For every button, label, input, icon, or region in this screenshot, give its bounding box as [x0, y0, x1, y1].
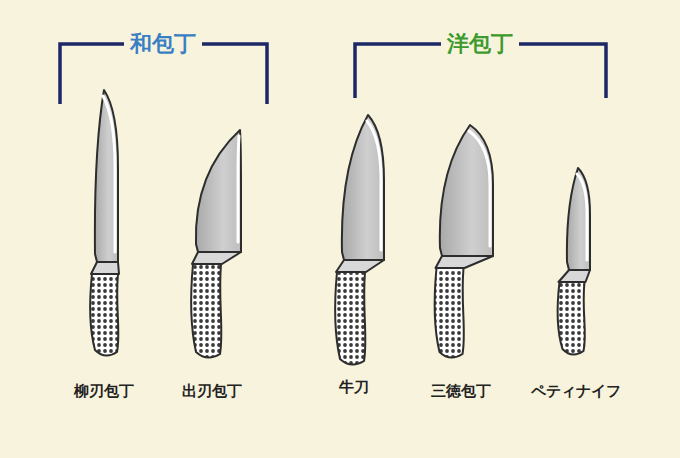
blade: [95, 90, 118, 262]
bolster: [436, 256, 494, 268]
handle: [558, 282, 585, 355]
knife-name: 牛刀: [339, 378, 369, 396]
group-heading: 洋包丁: [441, 31, 519, 57]
handle: [191, 264, 221, 358]
blade-highlight: [238, 136, 239, 242]
knife-name: 出刃包丁: [182, 382, 242, 400]
bolster: [192, 252, 241, 264]
blade: [440, 125, 493, 256]
blade-highlight: [103, 96, 115, 252]
blade-highlight: [469, 131, 490, 246]
handle: [435, 268, 464, 358]
bolster: [91, 262, 119, 274]
handle: [90, 274, 118, 356]
knife-name: 柳刃包丁: [74, 382, 134, 400]
bolster: [336, 260, 384, 272]
blade: [196, 130, 241, 252]
handle: [335, 272, 365, 365]
blade: [342, 115, 384, 260]
blade: [567, 168, 590, 270]
group-heading: 和包丁: [124, 31, 202, 57]
knife-name: 三徳包丁: [431, 382, 491, 400]
blade-highlight: [577, 174, 587, 260]
knife-name: ペティナイフ: [531, 382, 621, 400]
knife-group: [90, 90, 590, 365]
blade-highlight: [367, 121, 381, 250]
bolster: [559, 270, 591, 282]
